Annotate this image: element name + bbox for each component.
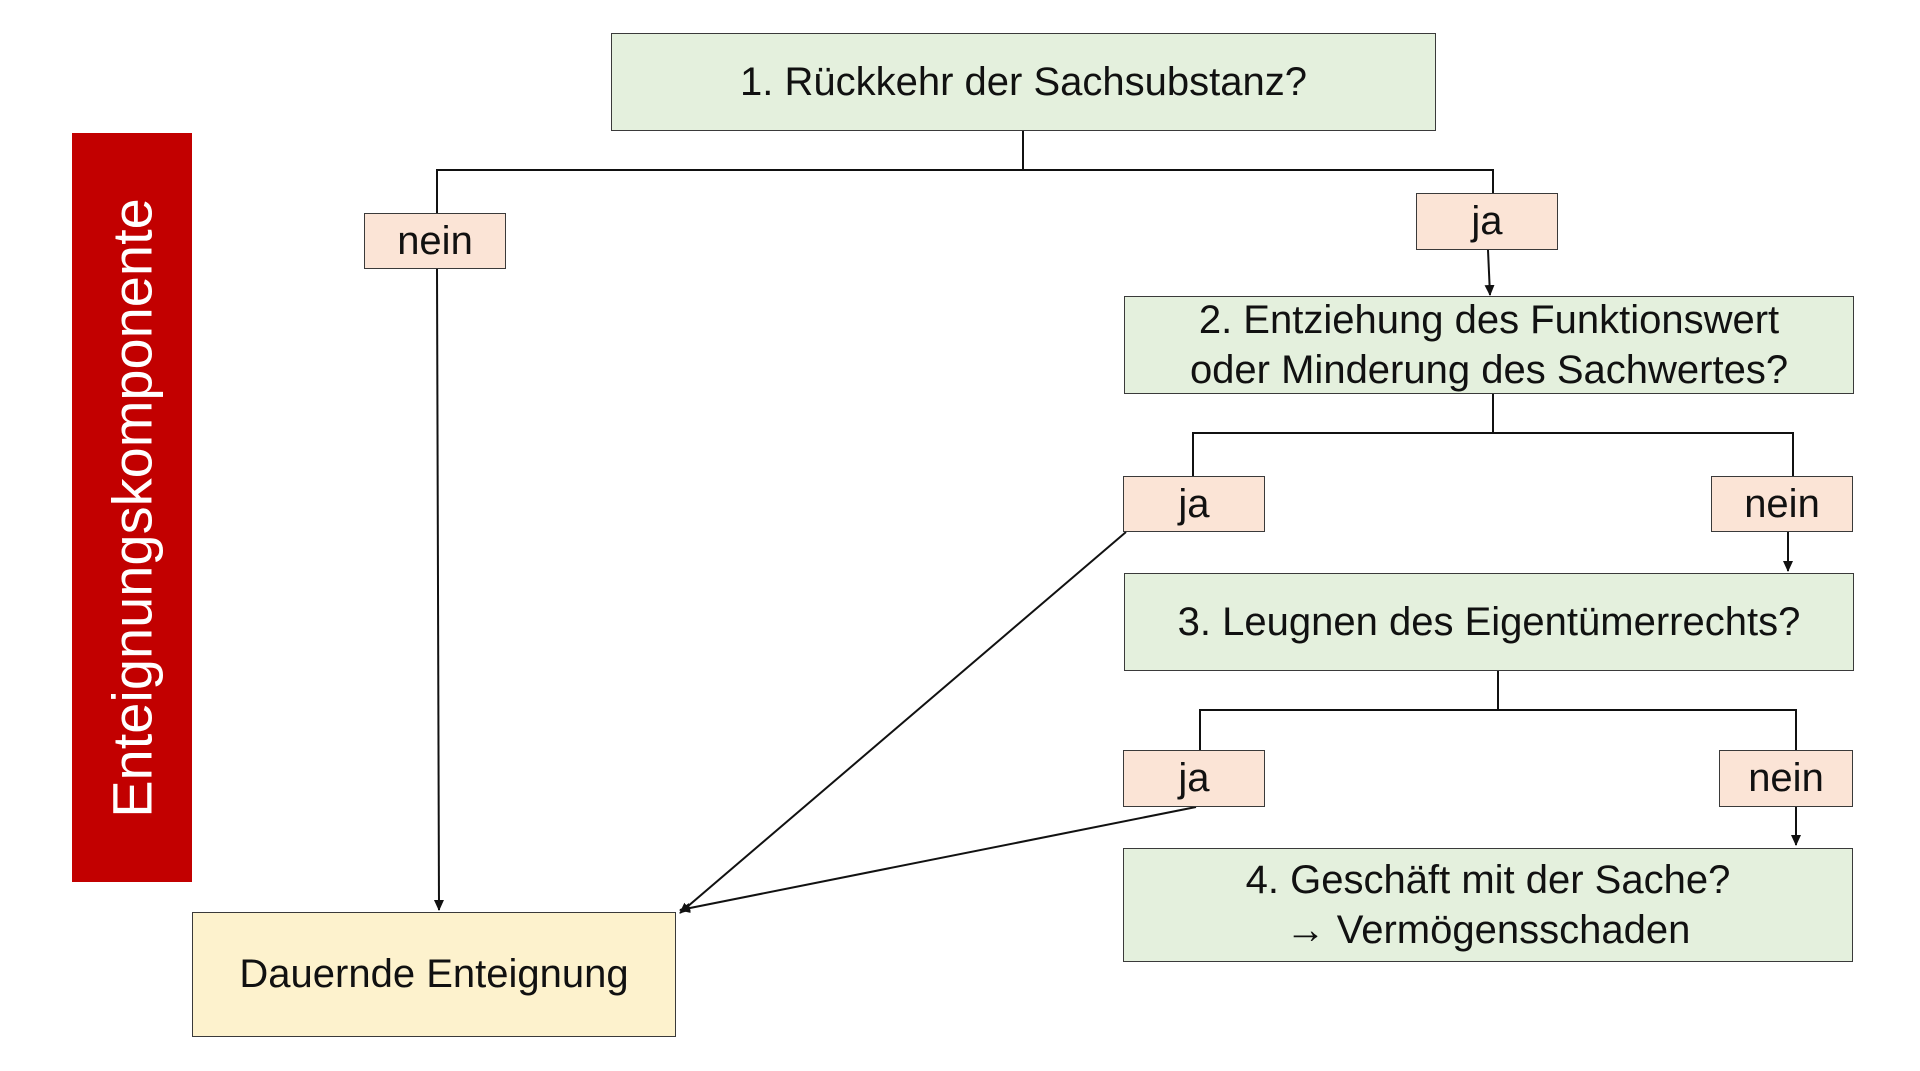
sidebar-title: Enteignungskomponente [100, 197, 164, 818]
q2-branch-line [1192, 394, 1494, 476]
q3-yes-label: ja [1123, 750, 1265, 807]
q3-no-text: nein [1748, 756, 1824, 800]
q2-yes-label: ja [1123, 476, 1265, 532]
question-2-line-1: 2. Entziehung des Funktionswert [1198, 298, 1780, 342]
q1-yes-text: ja [1471, 199, 1503, 243]
q1-branch-line [436, 131, 1024, 213]
q3-no-branch-line [1498, 709, 1797, 750]
sidebar-banner: Enteignungskomponente [72, 133, 192, 882]
question-3-text: 3. Leugnen des Eigentümerrechts? [1177, 600, 1801, 644]
q1-yes-label: ja [1416, 193, 1558, 250]
question-1-box: 1. Rückkehr der Sachsubstanz? [611, 33, 1436, 131]
q1-no-arrow [433, 268, 444, 911]
q2-no-text: nein [1744, 481, 1820, 526]
q3-branch-line [1199, 671, 1499, 750]
result-text: Dauernde Enteignung [239, 952, 629, 996]
q3-yes-arrow [679, 806, 1197, 913]
question-1-text: 1. Rückkehr der Sachsubstanz? [740, 60, 1307, 104]
q2-no-branch-line [1493, 432, 1794, 476]
q2-yes-arrow [679, 531, 1127, 914]
question-4-box: 4. Geschäft mit der Sache? → Vermögenssc… [1123, 848, 1853, 962]
q3-no-label: nein [1719, 750, 1853, 807]
question-4-line-2: → Vermögensschaden [1285, 908, 1691, 952]
question-3-box: 3. Leugnen des Eigentümerrechts? [1124, 573, 1854, 671]
q1-yes-arrow [1484, 249, 1495, 296]
question-2-line-2: oder Minderung des Sachwertes? [1189, 348, 1789, 392]
q1-no-text: nein [397, 218, 473, 263]
question-4-line-1: 4. Geschäft mit der Sache? [1245, 858, 1731, 902]
q1-no-label: nein [364, 213, 506, 269]
result-box: Dauernde Enteignung [192, 912, 676, 1037]
q2-no-label: nein [1711, 476, 1853, 532]
q1-yes-branch-line [1023, 169, 1494, 193]
q2-yes-text: ja [1178, 481, 1210, 526]
question-2-box: 2. Entziehung des Funktionswert oder Min… [1124, 296, 1854, 394]
q3-yes-text: ja [1178, 756, 1210, 800]
